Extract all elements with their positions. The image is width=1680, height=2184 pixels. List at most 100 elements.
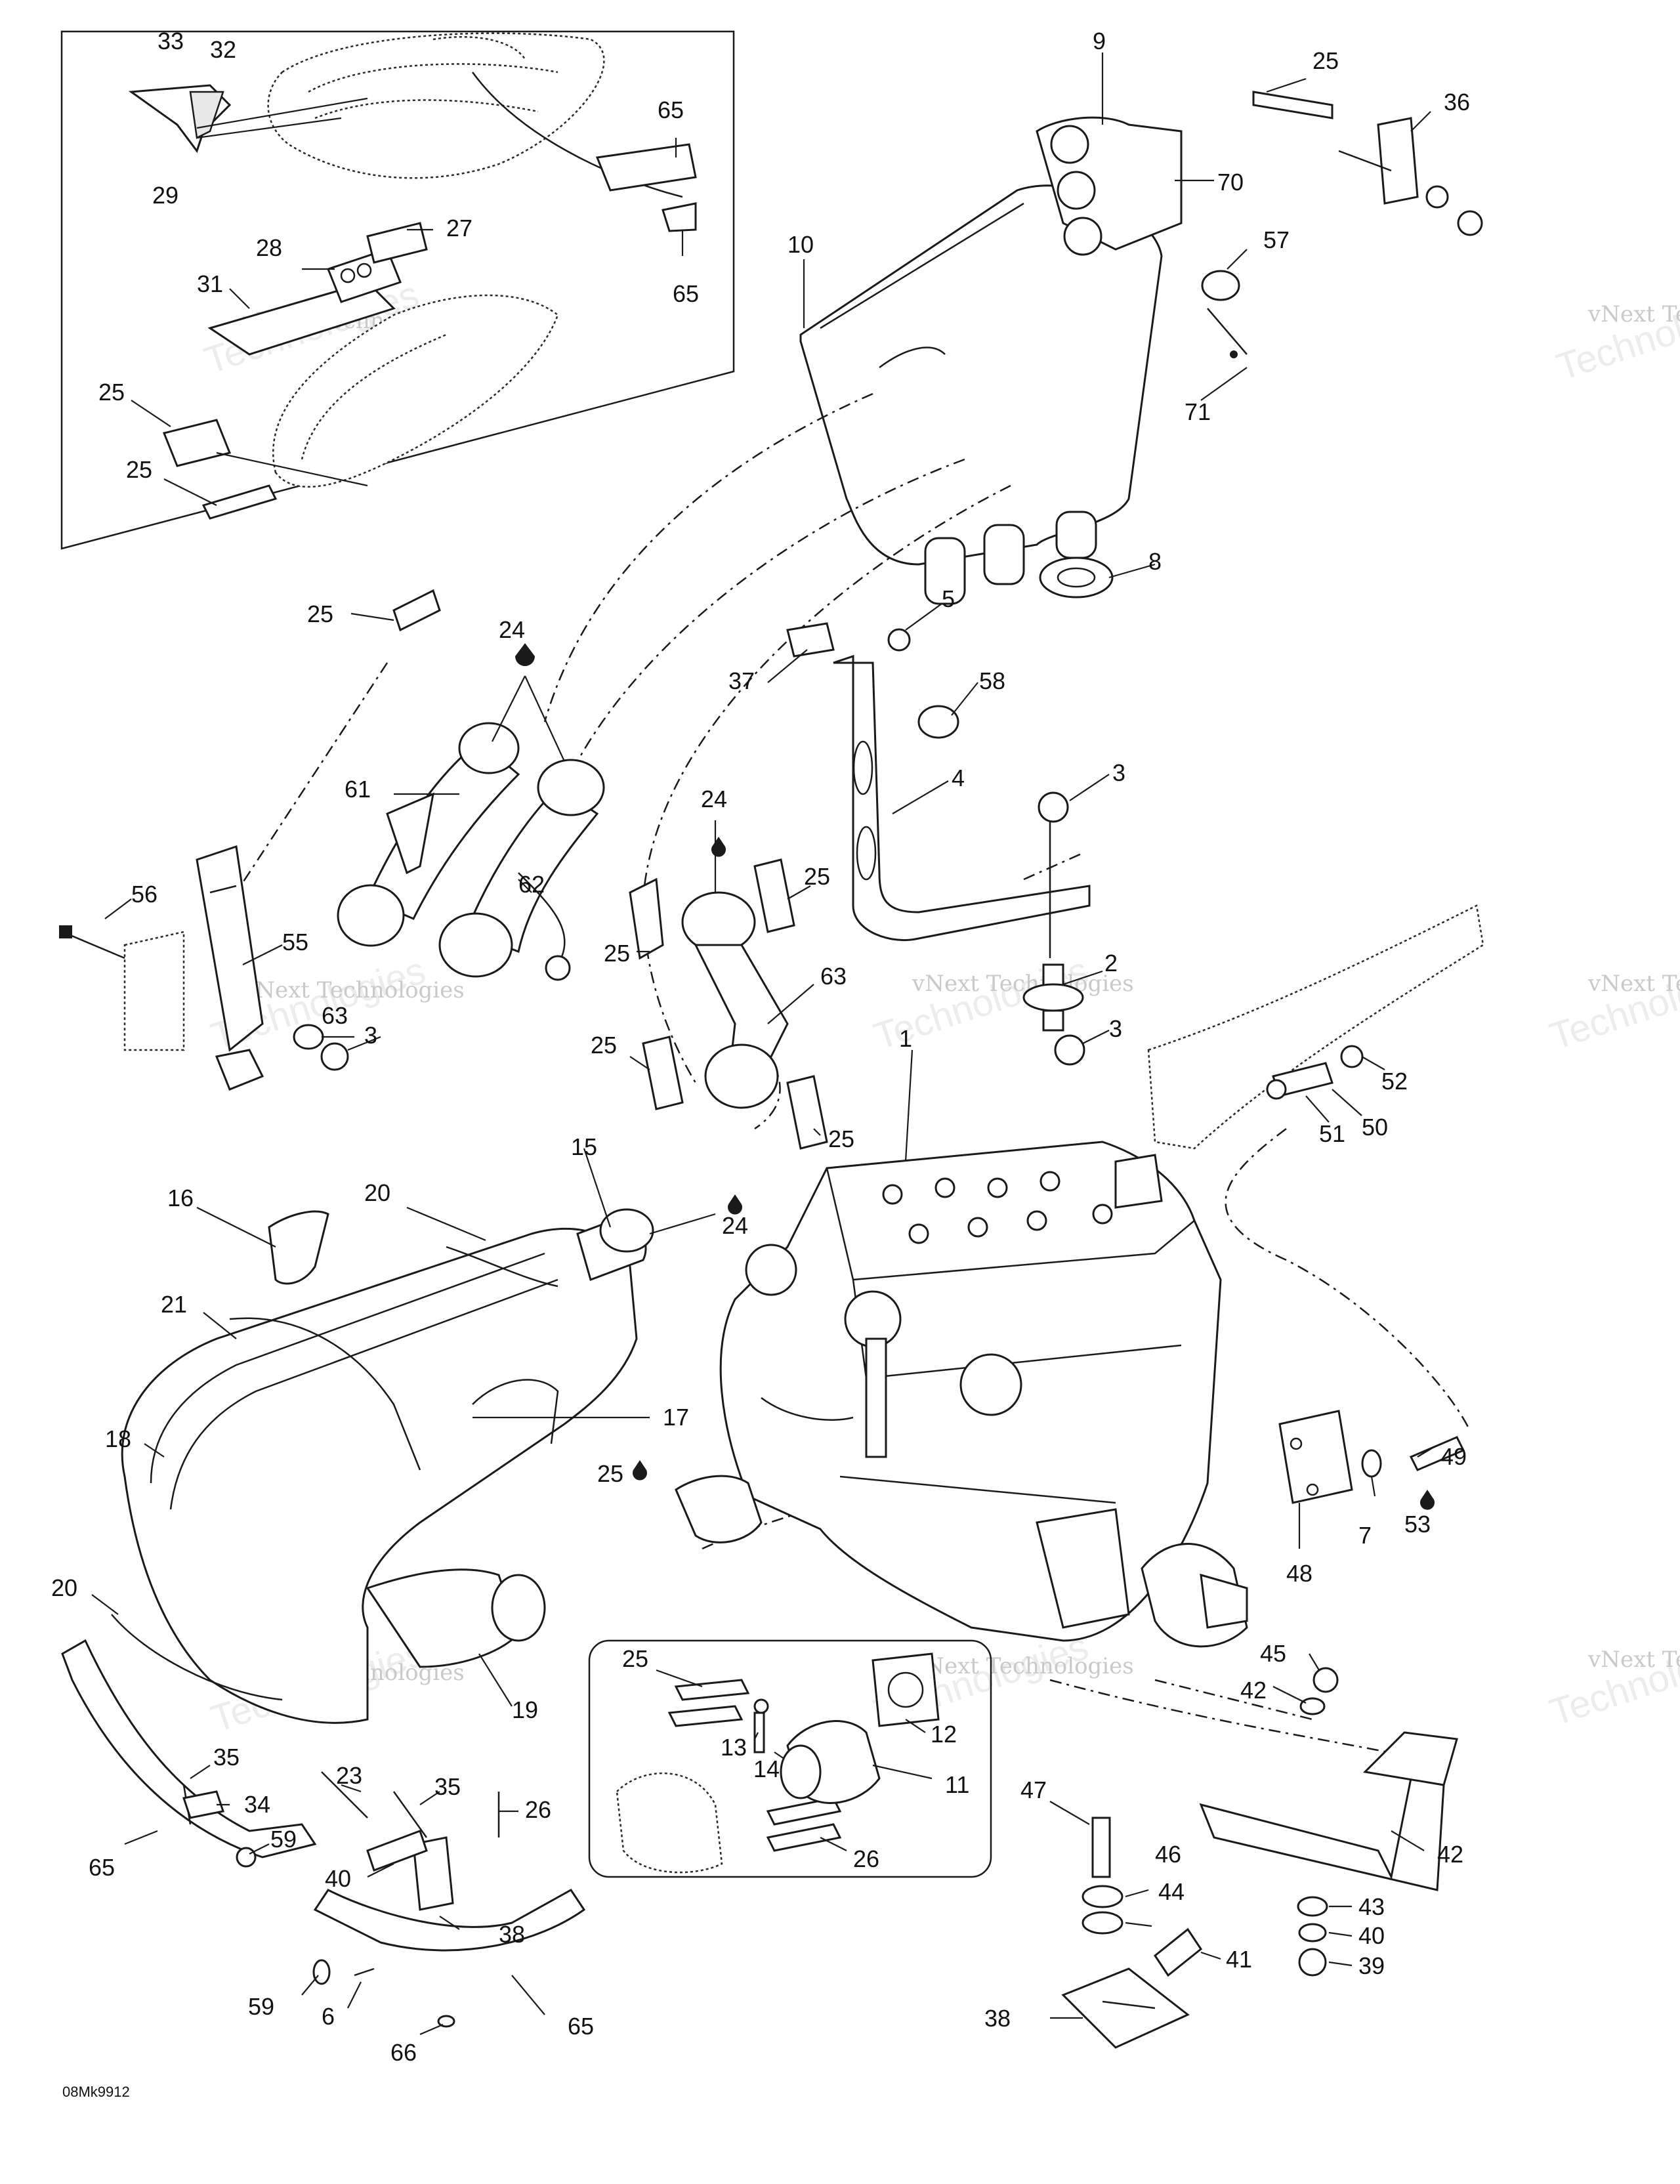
watermark: vNext Technologies xyxy=(1587,301,1680,327)
leader xyxy=(1328,1931,1353,1937)
callout-67: 65 xyxy=(673,280,699,307)
hood-line xyxy=(432,36,526,60)
pipe-62-ball xyxy=(458,722,520,774)
part-vent-grille xyxy=(189,91,224,139)
part-bolt-50 xyxy=(1091,1816,1111,1878)
leader xyxy=(367,1863,394,1878)
callout-14: 14 xyxy=(753,1755,780,1782)
leader xyxy=(649,1213,716,1235)
drop-icon xyxy=(728,1194,742,1215)
part-spring-clip xyxy=(518,872,566,965)
part-rivet-23 xyxy=(321,1771,368,1818)
leader xyxy=(1370,1476,1376,1497)
callout-12: 12 xyxy=(931,1721,957,1748)
pipe-seam xyxy=(169,1278,558,1510)
callout-44: 39 xyxy=(1358,1952,1385,1979)
callout-43: 40 xyxy=(1358,1922,1385,1949)
callout-61: 59 xyxy=(248,1993,274,2020)
route-line xyxy=(543,392,873,723)
leader xyxy=(905,603,942,631)
part-fitting xyxy=(1114,1154,1163,1209)
part-nut-60 xyxy=(236,1847,257,1868)
callout-70: 70 xyxy=(1217,169,1244,196)
part-decal-30 xyxy=(327,248,402,303)
pipe-outline xyxy=(472,1379,559,1444)
callout-8: 8 xyxy=(1148,548,1162,575)
lower-mount xyxy=(1049,1653,1458,2049)
callout-25: 25 xyxy=(804,863,830,890)
route-line xyxy=(1154,1679,1313,1721)
callout-24: 25 xyxy=(597,1460,623,1487)
callout-33: 32 xyxy=(210,36,236,63)
callout-10: 10 xyxy=(788,231,814,258)
callout-26: 26 xyxy=(525,1796,551,1823)
callout-32: 31 xyxy=(197,270,223,297)
part-nut xyxy=(1457,210,1483,236)
callout-24: 24 xyxy=(499,616,525,643)
callout-25: 25 xyxy=(1312,47,1339,74)
pipe-64-end xyxy=(704,1043,779,1109)
inset-detail-border xyxy=(588,1639,992,1878)
watermark-big: Technologies xyxy=(1551,280,1680,388)
part-washer-68 xyxy=(437,2015,455,2028)
part-mount-45 xyxy=(1153,1927,1203,1977)
callout-25: 25 xyxy=(622,1645,648,1672)
leader xyxy=(767,649,808,683)
leader xyxy=(1305,1095,1330,1123)
callout-35: 35 xyxy=(434,1773,461,1800)
head-bolt xyxy=(1092,1204,1113,1225)
part-washer-53 xyxy=(1266,1079,1287,1100)
callout-54: 51 xyxy=(1319,1120,1345,1147)
spring-clip-loop xyxy=(545,955,571,981)
callout-62: 61 xyxy=(345,776,371,803)
part-pipe-18 xyxy=(121,1227,638,1724)
callout-50: 47 xyxy=(1020,1776,1047,1803)
route-line xyxy=(1049,1679,1444,1767)
side-panel-outline xyxy=(272,294,559,488)
leader xyxy=(190,1765,211,1779)
leader xyxy=(1082,1030,1110,1044)
leader xyxy=(419,2023,444,2036)
inset-border xyxy=(60,30,735,550)
callout-28: 25 xyxy=(98,379,125,406)
leader xyxy=(813,1128,821,1136)
part-bracket-4 xyxy=(833,654,1091,942)
part-stud xyxy=(1042,1009,1064,1032)
leader xyxy=(518,879,532,893)
callout-37: 37 xyxy=(728,667,755,694)
part-bracket-39 xyxy=(1377,117,1419,205)
part-decal-27 xyxy=(366,222,428,264)
part-plate-51 xyxy=(1278,1410,1353,1504)
part-guard-65 xyxy=(313,1889,586,1952)
part-spring-25 xyxy=(766,1797,842,1826)
leader xyxy=(872,1764,933,1780)
skid-guards xyxy=(61,1639,586,2036)
part-washer-42 xyxy=(1299,1697,1326,1715)
leader xyxy=(820,1837,847,1851)
part-rivet-71 xyxy=(1207,308,1248,355)
callout-65: 65 xyxy=(89,1854,115,1881)
leader xyxy=(492,675,526,742)
callout-59: 58 xyxy=(979,667,1005,694)
part-nut-3 xyxy=(320,1042,349,1071)
callout-4: 4 xyxy=(952,765,965,791)
leader xyxy=(131,400,171,427)
bracket-slot xyxy=(852,740,873,795)
callout-64: 63 xyxy=(820,963,847,990)
part-bracket-57 xyxy=(196,845,264,1052)
callout-25: 25 xyxy=(828,1125,854,1152)
leader xyxy=(511,1975,545,2015)
drop-icon xyxy=(515,643,535,666)
callout-16: 16 xyxy=(167,1185,194,1211)
part-mount-2 xyxy=(1022,983,1084,1012)
callout-55: 52 xyxy=(1381,1068,1408,1095)
part-washer-43 xyxy=(1298,1923,1327,1942)
leader xyxy=(144,1443,165,1458)
drop-icon xyxy=(633,1460,647,1480)
leader xyxy=(350,612,394,621)
part-outlet xyxy=(983,524,1025,585)
engine-case-detail xyxy=(1036,1508,1130,1629)
callout-9: 9 xyxy=(1093,28,1106,54)
part-tab xyxy=(215,1049,264,1091)
route-line xyxy=(1023,852,1083,881)
